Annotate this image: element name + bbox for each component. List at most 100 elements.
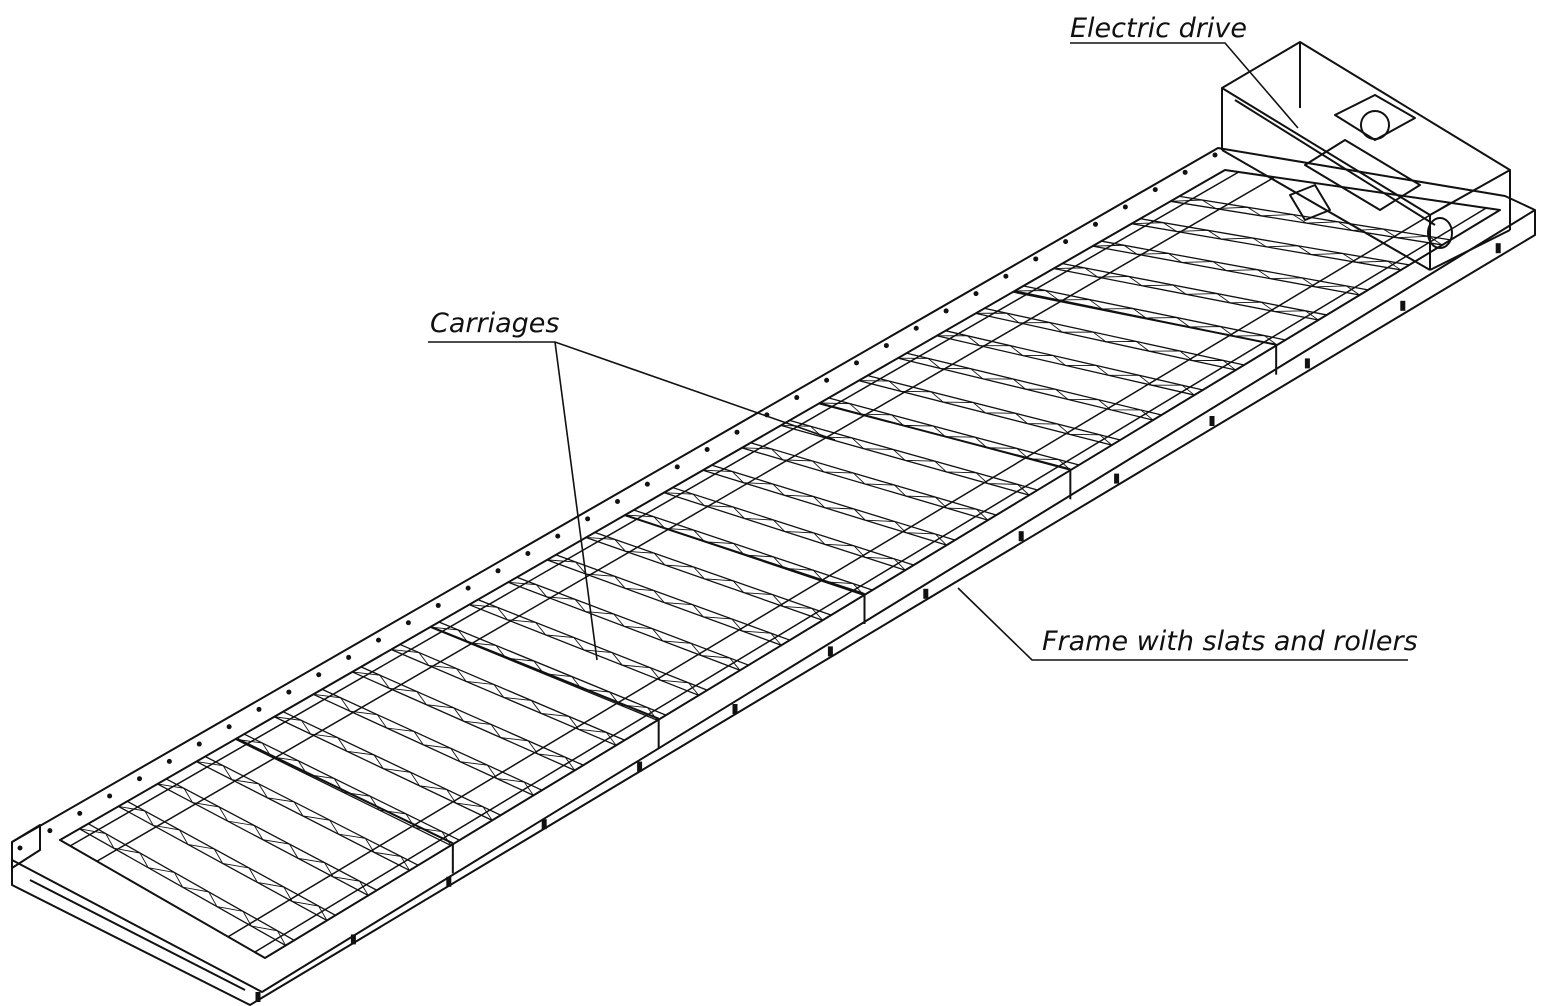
frame-front-face (11, 210, 1536, 1006)
slat-edge (516, 576, 750, 666)
bolt-stud (637, 761, 643, 772)
section-divider (1012, 290, 1277, 346)
slat-truss (274, 716, 493, 821)
slat-edge (867, 375, 1121, 441)
bolt (376, 637, 381, 643)
slat-edge (438, 621, 667, 716)
bolt (555, 533, 561, 539)
slat-edge (88, 823, 295, 942)
slat-edge (906, 352, 1163, 416)
bolt (346, 654, 352, 660)
bolt (854, 360, 859, 366)
bolt (674, 464, 680, 470)
slat-edge (205, 756, 419, 867)
leader-carriages-b (554, 341, 598, 661)
bolt-stud (1400, 300, 1406, 311)
rail (227, 202, 1451, 938)
bolt (137, 776, 142, 782)
bolt (77, 810, 83, 816)
slat-truss (352, 671, 576, 771)
slat-truss (235, 738, 452, 846)
bolt (405, 620, 411, 626)
bolt (435, 602, 441, 608)
slat-truss (1092, 244, 1360, 296)
bolt-stud (541, 819, 547, 830)
bolt-stud (923, 588, 929, 599)
slat-truss (1131, 222, 1402, 271)
drive-motor-block (1304, 139, 1421, 211)
bolt (704, 447, 710, 453)
bolt (1033, 256, 1039, 262)
label-carriages: Carriages (430, 308, 559, 339)
slat-edge (283, 711, 502, 817)
bolt (1182, 169, 1188, 175)
bolt (17, 845, 23, 851)
label-frame: Frame with slats and rollers (1042, 626, 1418, 657)
bolt-stud (732, 704, 738, 714)
bolt (1063, 239, 1069, 245)
bolt-markers (17, 152, 1501, 1002)
slat-truss (391, 649, 617, 746)
bolt (794, 395, 800, 401)
bolt (644, 481, 650, 487)
slat-edge (166, 778, 378, 892)
bolt (226, 724, 232, 730)
frame-top-outline (11, 147, 1536, 993)
bolt (166, 758, 172, 764)
leader-frame (957, 587, 1408, 661)
slat-truss (508, 581, 741, 671)
slat-truss (118, 805, 328, 921)
slat-edge (828, 397, 1080, 466)
slat-edge (477, 599, 708, 691)
drive-flange-circle (1360, 110, 1390, 140)
section-divider (429, 625, 660, 720)
section-divider (818, 402, 1071, 471)
drive-cage-bottom (1221, 149, 1431, 271)
bolt (525, 550, 531, 556)
bolt (495, 568, 501, 574)
frame-left-end (11, 824, 41, 869)
section-members (235, 290, 1278, 874)
bolt (1212, 152, 1218, 158)
bolt (47, 828, 53, 834)
rail (254, 207, 1487, 953)
bolt (824, 377, 830, 383)
slat-edge (1101, 240, 1369, 291)
rails (69, 171, 1487, 953)
bolt (256, 706, 262, 712)
bolt (585, 516, 591, 522)
frame-front-bottom (29, 879, 246, 991)
bolt-stud (255, 992, 261, 1002)
bolt (1152, 187, 1158, 193)
bolt (1122, 204, 1128, 210)
slat-edge (633, 509, 874, 591)
slat-truss (196, 761, 410, 871)
bolt (316, 672, 322, 678)
slat-edge (1179, 195, 1452, 241)
drive-pulley-bracket (1289, 184, 1331, 221)
bolt-stud (1304, 358, 1310, 369)
slat-edge (399, 643, 626, 741)
slat-truss (79, 828, 287, 946)
drive-end-bearing (1427, 217, 1453, 249)
bolt-stud (350, 934, 356, 945)
slat-truss (975, 312, 1237, 371)
bolt (734, 429, 740, 435)
slat-truss (741, 447, 989, 521)
slat-truss (313, 693, 534, 796)
bolt (465, 585, 471, 591)
bolt (943, 308, 949, 314)
drive-cage-bottom-right (1429, 229, 1511, 271)
bolt (973, 291, 979, 297)
leader-carriages-a (428, 341, 836, 441)
slats-group (79, 195, 1452, 947)
slat-edge (594, 531, 832, 616)
slat-truss (936, 335, 1195, 396)
slat-truss (702, 469, 947, 546)
conveyor-frame (11, 147, 1536, 1006)
bolt (883, 343, 889, 349)
slat-edge (360, 666, 585, 766)
electric-drive-unit (1221, 41, 1511, 271)
bolt (1093, 221, 1098, 227)
slat-edge (1062, 262, 1328, 316)
